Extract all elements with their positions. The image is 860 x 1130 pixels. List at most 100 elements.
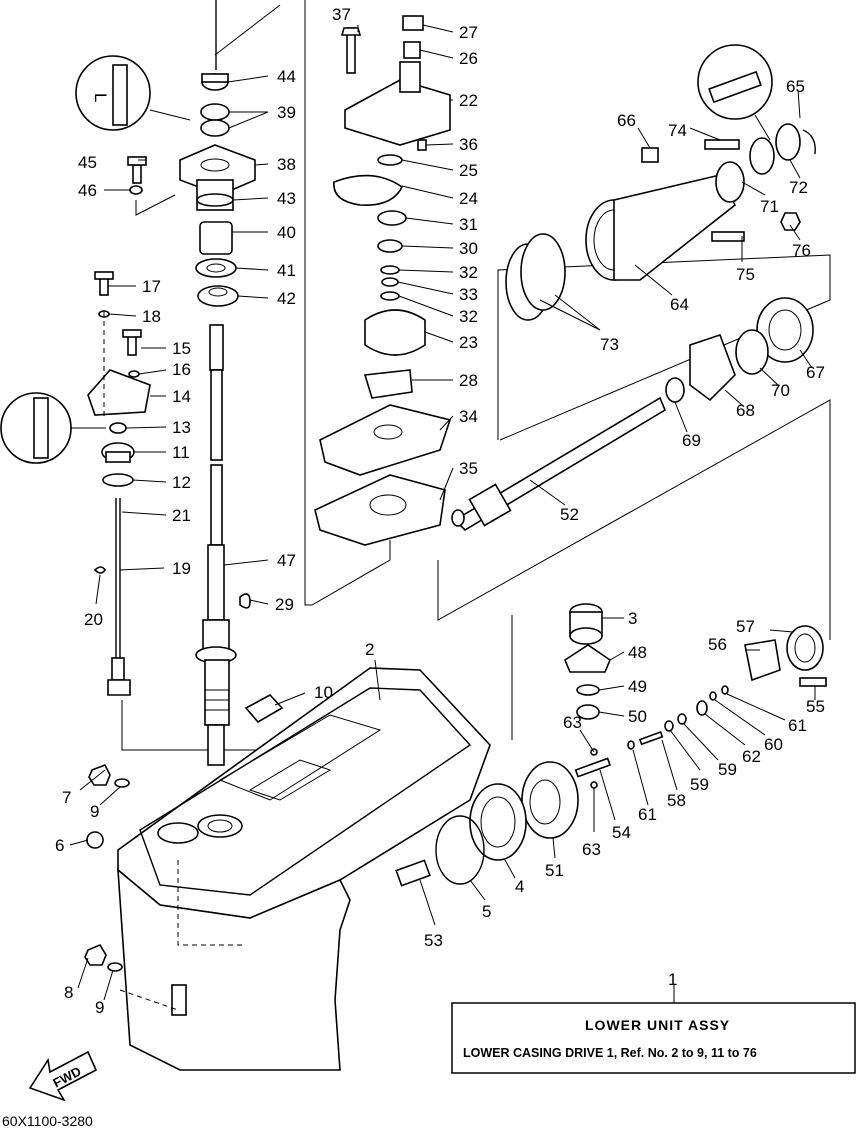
callout-number: 42 (277, 289, 296, 308)
callout-number: 50 (628, 707, 647, 726)
callout-number: 58 (667, 791, 686, 810)
callout-number: 63 (563, 713, 582, 732)
callout-numbers: 2 3 4 5 6 7 8 9 9 10 11 12 13 14 15 16 1… (55, 5, 825, 1017)
callout-number: 65 (786, 77, 805, 96)
callout-number: 62 (742, 747, 761, 766)
callout-number: 75 (736, 265, 755, 284)
callout-number: 20 (84, 610, 103, 629)
callout-number: 38 (277, 155, 296, 174)
callout-number: 49 (628, 677, 647, 696)
callout-number: 22 (459, 91, 478, 110)
callout-number: 24 (459, 189, 478, 208)
callout-number: 21 (172, 506, 191, 525)
callout-number: 9 (90, 802, 99, 821)
callout-number: 61 (638, 805, 657, 824)
callout-number: 47 (277, 551, 296, 570)
callout-number: 6 (55, 836, 64, 855)
callout-number: 29 (275, 595, 294, 614)
callout-number: 2 (365, 640, 374, 659)
reverse-gear-group (395, 625, 827, 887)
callout-number: 35 (459, 459, 478, 478)
callout-number: 5 (482, 902, 491, 921)
callout-number: 46 (78, 181, 97, 200)
callout-number: 56 (708, 635, 727, 654)
callout-number: 52 (560, 505, 579, 524)
callout-number: 39 (277, 103, 296, 122)
callout-number: 48 (628, 643, 647, 662)
propeller-shaft-housing (505, 123, 816, 321)
callout-number: 12 (172, 473, 191, 492)
pinion-bearing-group (564, 603, 611, 720)
lower-casing (117, 667, 491, 1071)
callout-number: 3 (628, 609, 637, 628)
callout-number: 51 (545, 861, 564, 880)
callout-number: 16 (172, 360, 191, 379)
callout-number: 59 (690, 775, 709, 794)
callout-number: 30 (459, 239, 478, 258)
callout-number: 67 (806, 363, 825, 382)
callout-number: 55 (806, 697, 825, 716)
shift-rod-assembly (87, 271, 151, 696)
group-boundary-lines (121, 0, 831, 751)
callout-number: 69 (682, 431, 701, 450)
callout-number: 13 (172, 418, 191, 437)
callout-number: 71 (760, 197, 779, 216)
callout-number: 23 (459, 333, 478, 352)
callout-number: 60 (764, 735, 783, 754)
callout-number: 34 (459, 407, 478, 426)
propeller-shaft-gears (451, 297, 814, 532)
svg-text:L: L (91, 93, 110, 102)
callout-number: 15 (172, 339, 191, 358)
water-pump-assembly (314, 15, 452, 546)
callout-number: 45 (78, 153, 97, 172)
callout-number: 11 (172, 443, 190, 462)
callout-number: 64 (670, 295, 689, 314)
callout-number: 37 (332, 5, 351, 24)
callout-number: 43 (277, 189, 296, 208)
callout-number: 17 (142, 277, 161, 296)
fwd-label: FWD (50, 1063, 83, 1090)
callout-number: 10 (314, 683, 333, 702)
callout-number: 18 (142, 307, 161, 326)
callout-number: 66 (617, 111, 636, 130)
callout-number: 14 (172, 387, 191, 406)
callout-number: 44 (277, 67, 296, 86)
title-box-ref-number: 1 (668, 970, 677, 989)
callout-number: 31 (459, 215, 478, 234)
callout-number: 33 (459, 285, 478, 304)
fwd-arrow-icon: FWD (28, 1050, 98, 1102)
callout-number: 32 (459, 307, 478, 326)
leader-lines (69, 24, 816, 1003)
callout-number: 7 (62, 788, 71, 807)
tool-inset-icons: L (0, 44, 773, 464)
callout-number: 73 (600, 335, 619, 354)
callout-number: 59 (718, 760, 737, 779)
callout-number: 41 (277, 261, 296, 280)
callout-number: 32 (459, 263, 478, 282)
callout-number: 57 (736, 617, 755, 636)
diagram-code: 60X1100-3280 (2, 1113, 93, 1129)
assembly-title-box: 1 LOWER UNIT ASSY LOWER CASING DRIVE 1, … (451, 970, 856, 1074)
callout-number: 61 (788, 716, 807, 735)
callout-number: 68 (736, 401, 755, 420)
callout-number: 4 (515, 877, 524, 896)
callout-number: 25 (459, 161, 478, 180)
title-box-line2: LOWER CASING DRIVE 1, Ref. No. 2 to 9, 1… (463, 1046, 757, 1060)
callout-number: 19 (172, 559, 191, 578)
callout-number: 72 (789, 178, 808, 197)
callout-number: 26 (459, 49, 478, 68)
callout-number: 74 (668, 121, 687, 140)
callout-number: 53 (424, 931, 443, 950)
callout-number: 54 (612, 823, 631, 842)
callout-number: 8 (64, 983, 73, 1002)
callout-number: 70 (771, 381, 790, 400)
callout-number: 76 (792, 241, 811, 260)
callout-number: 9 (95, 998, 104, 1017)
title-box-line1: LOWER UNIT ASSY (585, 1017, 730, 1033)
drive-shaft-stack (179, 0, 256, 766)
callout-number: 27 (459, 23, 478, 42)
callout-number: 36 (459, 135, 478, 154)
misc-fasteners (84, 156, 284, 972)
callout-number: 40 (277, 223, 296, 242)
